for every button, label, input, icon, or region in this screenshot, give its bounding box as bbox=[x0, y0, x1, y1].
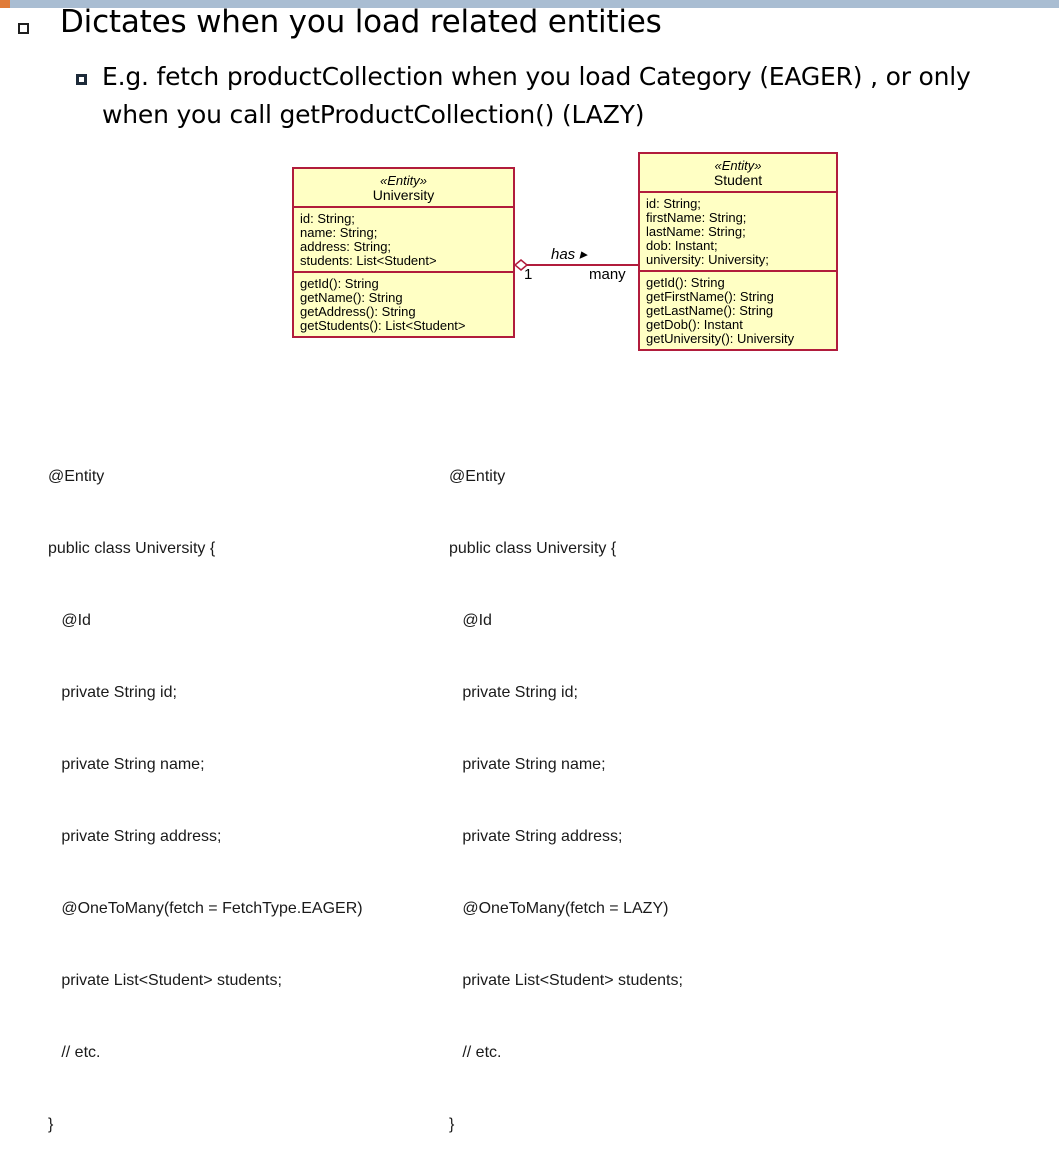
code-line: @Entity bbox=[449, 468, 506, 485]
uml-attributes: id: String; firstName: String; lastName:… bbox=[640, 193, 836, 272]
uml-operation: getDob(): Instant bbox=[646, 317, 743, 332]
uml-attribute: firstName: String; bbox=[646, 210, 747, 225]
code-line: // etc. bbox=[48, 1044, 101, 1061]
uml-class-header: «Entity» Student bbox=[640, 154, 836, 193]
aggregation-diamond-icon bbox=[513, 259, 529, 271]
uml-attribute: address: String; bbox=[300, 239, 392, 254]
bullet-hollow-square-icon bbox=[18, 22, 29, 34]
bullet-filled-square-icon bbox=[76, 74, 87, 85]
uml-operation: getLastName(): String bbox=[646, 303, 774, 318]
bullet-level1 bbox=[18, 8, 29, 44]
uml-attribute: id: String; bbox=[646, 196, 701, 211]
uml-class-name: Student bbox=[713, 172, 763, 188]
code-line: } bbox=[48, 1116, 54, 1133]
uml-operation: getUniversity(): University bbox=[646, 331, 795, 346]
uml-operation: getName(): String bbox=[300, 290, 403, 305]
uml-attribute: students: List<Student> bbox=[300, 253, 437, 268]
top-bar bbox=[0, 0, 1059, 8]
code-line: @Id bbox=[48, 612, 91, 629]
uml-attribute: university: University; bbox=[646, 252, 769, 267]
uml-operation: getId(): String bbox=[646, 275, 725, 290]
code-line: public class University { bbox=[449, 540, 617, 557]
uml-operation: getFirstName(): String bbox=[646, 289, 774, 304]
code-line: private String name; bbox=[48, 756, 205, 773]
association-label: has ▸ bbox=[551, 246, 587, 263]
uml-class-student: «Entity» Student id: String; firstName: … bbox=[638, 152, 838, 351]
bullet-level1-text: Dictates when you load related entities bbox=[60, 4, 662, 40]
uml-operation: getId(): String bbox=[300, 276, 379, 291]
top-bar-accent bbox=[0, 0, 10, 8]
code-line: // etc. bbox=[449, 1044, 502, 1061]
uml-stereotype: «Entity» bbox=[380, 173, 427, 188]
code-line: @Entity bbox=[48, 468, 105, 485]
bullet-level2-line1: E.g. fetch productCollection when you lo… bbox=[102, 62, 971, 91]
code-block-eager: @Entity public class University { @Id pr… bbox=[48, 417, 363, 1161]
code-line: @OneToMany(fetch = LAZY) bbox=[449, 900, 669, 917]
uml-attributes: id: String; name: String; address: Strin… bbox=[294, 208, 513, 273]
code-line: private List<Student> students; bbox=[449, 972, 683, 989]
uml-operation: getStudents(): List<Student> bbox=[300, 318, 466, 333]
uml-attribute: lastName: String; bbox=[646, 224, 746, 239]
uml-operations: getId(): String getName(): String getAdd… bbox=[294, 273, 513, 336]
code-line: private String name; bbox=[449, 756, 606, 773]
uml-operation: getAddress(): String bbox=[300, 304, 416, 319]
code-line: @OneToMany(fetch = FetchType.EAGER) bbox=[48, 900, 363, 917]
uml-operations: getId(): String getFirstName(): String g… bbox=[640, 272, 836, 349]
code-line: public class University { bbox=[48, 540, 216, 557]
association-connector bbox=[513, 259, 638, 271]
uml-attribute: id: String; bbox=[300, 211, 355, 226]
code-block-lazy: @Entity public class University { @Id pr… bbox=[449, 417, 683, 1161]
multiplicity-source: 1 bbox=[524, 266, 533, 283]
uml-class-name: University bbox=[372, 187, 435, 203]
code-line: private String address; bbox=[449, 828, 623, 845]
uml-class-header: «Entity» University bbox=[294, 169, 513, 208]
code-line: private String address; bbox=[48, 828, 222, 845]
uml-attribute: name: String; bbox=[300, 225, 378, 240]
bullet-level2-line2: when you call getProductCollection() (LA… bbox=[102, 100, 645, 129]
code-line: } bbox=[449, 1116, 455, 1133]
uml-class-university: «Entity» University id: String; name: St… bbox=[292, 167, 515, 338]
multiplicity-target: many bbox=[589, 266, 626, 283]
uml-attribute: dob: Instant; bbox=[646, 238, 718, 253]
uml-stereotype: «Entity» bbox=[714, 158, 762, 173]
code-line: @Id bbox=[449, 612, 492, 629]
code-line: private List<Student> students; bbox=[48, 972, 282, 989]
